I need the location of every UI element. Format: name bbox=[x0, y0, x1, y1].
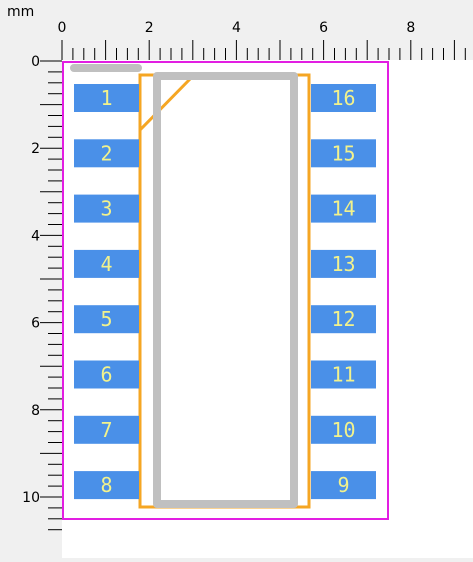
pad-shape[interactable] bbox=[311, 249, 376, 278]
ruler-label-y: 8 bbox=[31, 403, 40, 419]
fabrication-pin1-chamfer bbox=[138, 75, 194, 132]
courtyard-outline[interactable] bbox=[62, 61, 389, 520]
pad-number: 5 bbox=[100, 307, 112, 331]
ruler-label-y: 2 bbox=[31, 141, 40, 157]
pad-shape[interactable] bbox=[74, 415, 139, 444]
pad-shape[interactable] bbox=[74, 194, 139, 223]
pad-8[interactable]: 8 bbox=[74, 471, 139, 500]
pad-13[interactable]: 13 bbox=[311, 249, 376, 278]
ruler-label-x: 6 bbox=[319, 20, 328, 36]
pad-number: 14 bbox=[331, 197, 355, 221]
pad-16[interactable]: 16 bbox=[311, 84, 376, 112]
pad-number: 16 bbox=[331, 86, 355, 110]
pad-14[interactable]: 14 bbox=[311, 194, 376, 223]
silkscreen-body-outline[interactable] bbox=[153, 72, 298, 508]
pad-number: 12 bbox=[331, 307, 355, 331]
pad-4[interactable]: 4 bbox=[74, 249, 139, 278]
pad-number: 8 bbox=[100, 473, 112, 497]
pad-number: 4 bbox=[100, 252, 112, 276]
pad-number: 2 bbox=[100, 141, 112, 165]
pad-shape[interactable] bbox=[74, 249, 139, 278]
pad-shape[interactable] bbox=[311, 415, 376, 444]
ruler-label-y: 6 bbox=[31, 316, 40, 332]
pad-7[interactable]: 7 bbox=[74, 415, 139, 444]
horizontal-ruler-labels: 0 2 4 6 8 bbox=[58, 20, 416, 36]
ruler-label-x: 8 bbox=[406, 20, 415, 36]
pad-15[interactable]: 15 bbox=[311, 139, 376, 168]
pad-shape[interactable] bbox=[74, 360, 139, 389]
pad-number: 6 bbox=[100, 363, 112, 387]
ruler-label-y: 0 bbox=[31, 54, 40, 70]
pad-shape[interactable] bbox=[311, 360, 376, 389]
pad-1[interactable]: 1 bbox=[74, 84, 139, 112]
pad-shape[interactable] bbox=[74, 84, 139, 112]
pad-shape[interactable] bbox=[311, 84, 376, 112]
pad-number: 11 bbox=[331, 363, 355, 387]
pad-number: 10 bbox=[331, 418, 355, 442]
pad-shape[interactable] bbox=[311, 194, 376, 223]
ruler-label-x: 0 bbox=[58, 20, 67, 36]
pad-shape[interactable] bbox=[74, 305, 139, 334]
ruler-unit-label: mm bbox=[7, 4, 34, 20]
pad-9[interactable]: 9 bbox=[311, 471, 376, 500]
pad-6[interactable]: 6 bbox=[74, 360, 139, 389]
pad-shape[interactable] bbox=[311, 305, 376, 334]
ruler-label-x: 2 bbox=[145, 20, 154, 36]
pad-shape[interactable] bbox=[74, 139, 139, 168]
pad-12[interactable]: 12 bbox=[311, 305, 376, 334]
ruler-label-x: 4 bbox=[232, 20, 241, 36]
vertical-ruler-labels: 0 2 4 6 8 10 bbox=[22, 54, 40, 506]
pad-shape[interactable] bbox=[311, 139, 376, 168]
horizontal-ruler-ticks bbox=[61, 40, 466, 60]
pad-number: 15 bbox=[331, 141, 355, 165]
pad-5[interactable]: 5 bbox=[74, 305, 139, 334]
pad-number: 9 bbox=[337, 473, 349, 497]
ruler-label-y: 4 bbox=[31, 228, 40, 244]
vertical-ruler-ticks bbox=[40, 60, 62, 531]
pad-number: 1 bbox=[100, 86, 112, 110]
ruler-label-y: 10 bbox=[22, 490, 40, 506]
pad-number: 3 bbox=[100, 197, 112, 221]
pad-10[interactable]: 10 bbox=[311, 415, 376, 444]
pad-number: 13 bbox=[331, 252, 355, 276]
pad-11[interactable]: 11 bbox=[311, 360, 376, 389]
pad-2[interactable]: 2 bbox=[74, 139, 139, 168]
pad-number: 7 bbox=[100, 418, 112, 442]
pad-shape[interactable] bbox=[74, 471, 139, 500]
pad-3[interactable]: 3 bbox=[74, 194, 139, 223]
pad-shape[interactable] bbox=[311, 471, 376, 500]
